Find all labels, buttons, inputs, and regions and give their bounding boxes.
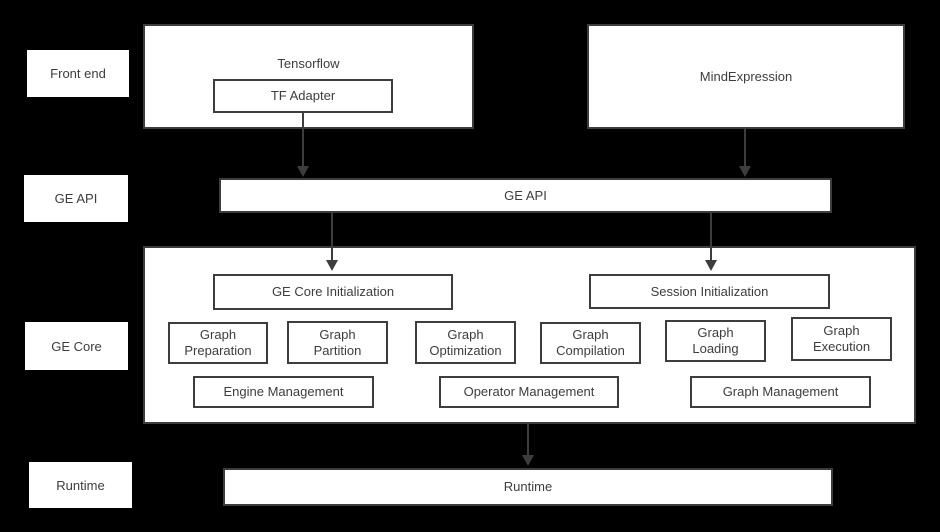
arrow-head: [326, 260, 338, 271]
arrow-ge-api-to-session-initialization: [705, 213, 717, 271]
ge-core-box: GE Core Initialization Session Initializ…: [143, 246, 916, 424]
arrow-line: [527, 424, 529, 455]
engine-management-box: Engine Management: [193, 376, 374, 408]
side-label-front-end-text: Front end: [50, 66, 106, 81]
graph-optimization-box: Graph Optimization: [415, 321, 516, 364]
graph-optimization-line2: Optimization: [429, 342, 502, 358]
tf-adapter-label: TF Adapter: [270, 88, 336, 103]
ge-api-bar: GE API: [219, 178, 832, 213]
arrow-line: [331, 213, 333, 260]
graph-execution-box: Graph Execution: [791, 317, 892, 361]
arrow-mind-expression-to-ge-api: [739, 129, 751, 177]
side-label-ge-api-text: GE API: [54, 191, 98, 206]
graph-partition-box: Graph Partition: [287, 321, 388, 364]
side-label-runtime: Runtime: [29, 462, 132, 508]
graph-management-label: Graph Management: [722, 384, 839, 399]
engine-management-label: Engine Management: [223, 384, 344, 399]
graph-compilation-line2: Compilation: [556, 343, 625, 358]
arrow-head: [522, 455, 534, 466]
graph-preparation-line2: Preparation: [184, 343, 252, 358]
arrow-head: [297, 166, 309, 177]
graph-loading-box: Graph Loading: [665, 320, 766, 362]
operator-management-label: Operator Management: [463, 384, 595, 399]
side-label-runtime-text: Runtime: [56, 477, 105, 493]
graph-execution-line2: Execution: [812, 339, 871, 354]
graph-compilation-box: Graph Compilation: [540, 322, 641, 364]
arrow-line: [302, 113, 304, 166]
session-initialization-box: Session Initialization: [589, 274, 830, 309]
mind-expression-label: MindExpression: [699, 68, 793, 84]
operator-management-box: Operator Management: [439, 376, 619, 408]
side-label-ge-core-text: GE Core: [51, 338, 102, 354]
graph-compilation-line1: Graph: [572, 327, 609, 342]
graph-loading-line1: Graph: [697, 325, 734, 340]
runtime-bar: Runtime: [223, 468, 833, 506]
arrow-head: [705, 260, 717, 271]
graph-execution-line1: Graph: [823, 323, 860, 338]
arrow-head: [739, 166, 751, 177]
arrow-line: [744, 129, 746, 166]
graph-loading-line2: Loading: [692, 341, 739, 356]
arrow-ge-api-to-ge-core-initialization: [326, 213, 338, 271]
ge-core-initialization-label: GE Core Initialization: [271, 284, 395, 299]
graph-optimization-line1: Graph: [447, 326, 484, 342]
arrow-tf-adapter-to-ge-api: [297, 113, 309, 177]
mind-expression-box: MindExpression: [587, 24, 905, 129]
side-label-front-end: Front end: [27, 50, 129, 97]
ge-api-bar-label: GE API: [504, 187, 547, 203]
graph-partition-line1: Graph: [319, 326, 356, 342]
side-label-ge-api: GE API: [24, 175, 128, 222]
tensorflow-box: Tensorflow TF Adapter: [143, 24, 474, 129]
arrow-line: [710, 213, 712, 260]
side-label-ge-core: GE Core: [25, 322, 128, 370]
runtime-bar-label: Runtime: [503, 479, 553, 494]
graph-preparation-line1: Graph: [199, 327, 237, 342]
tensorflow-title: Tensorflow: [277, 56, 340, 71]
ge-core-initialization-box: GE Core Initialization: [213, 274, 453, 310]
arrow-ge-core-to-runtime: [522, 424, 534, 466]
tf-adapter-box: TF Adapter: [213, 79, 393, 113]
graph-partition-line2: Partition: [313, 342, 362, 358]
graph-management-box: Graph Management: [690, 376, 871, 408]
graph-preparation-box: Graph Preparation: [168, 322, 268, 364]
session-initialization-label: Session Initialization: [650, 283, 769, 299]
